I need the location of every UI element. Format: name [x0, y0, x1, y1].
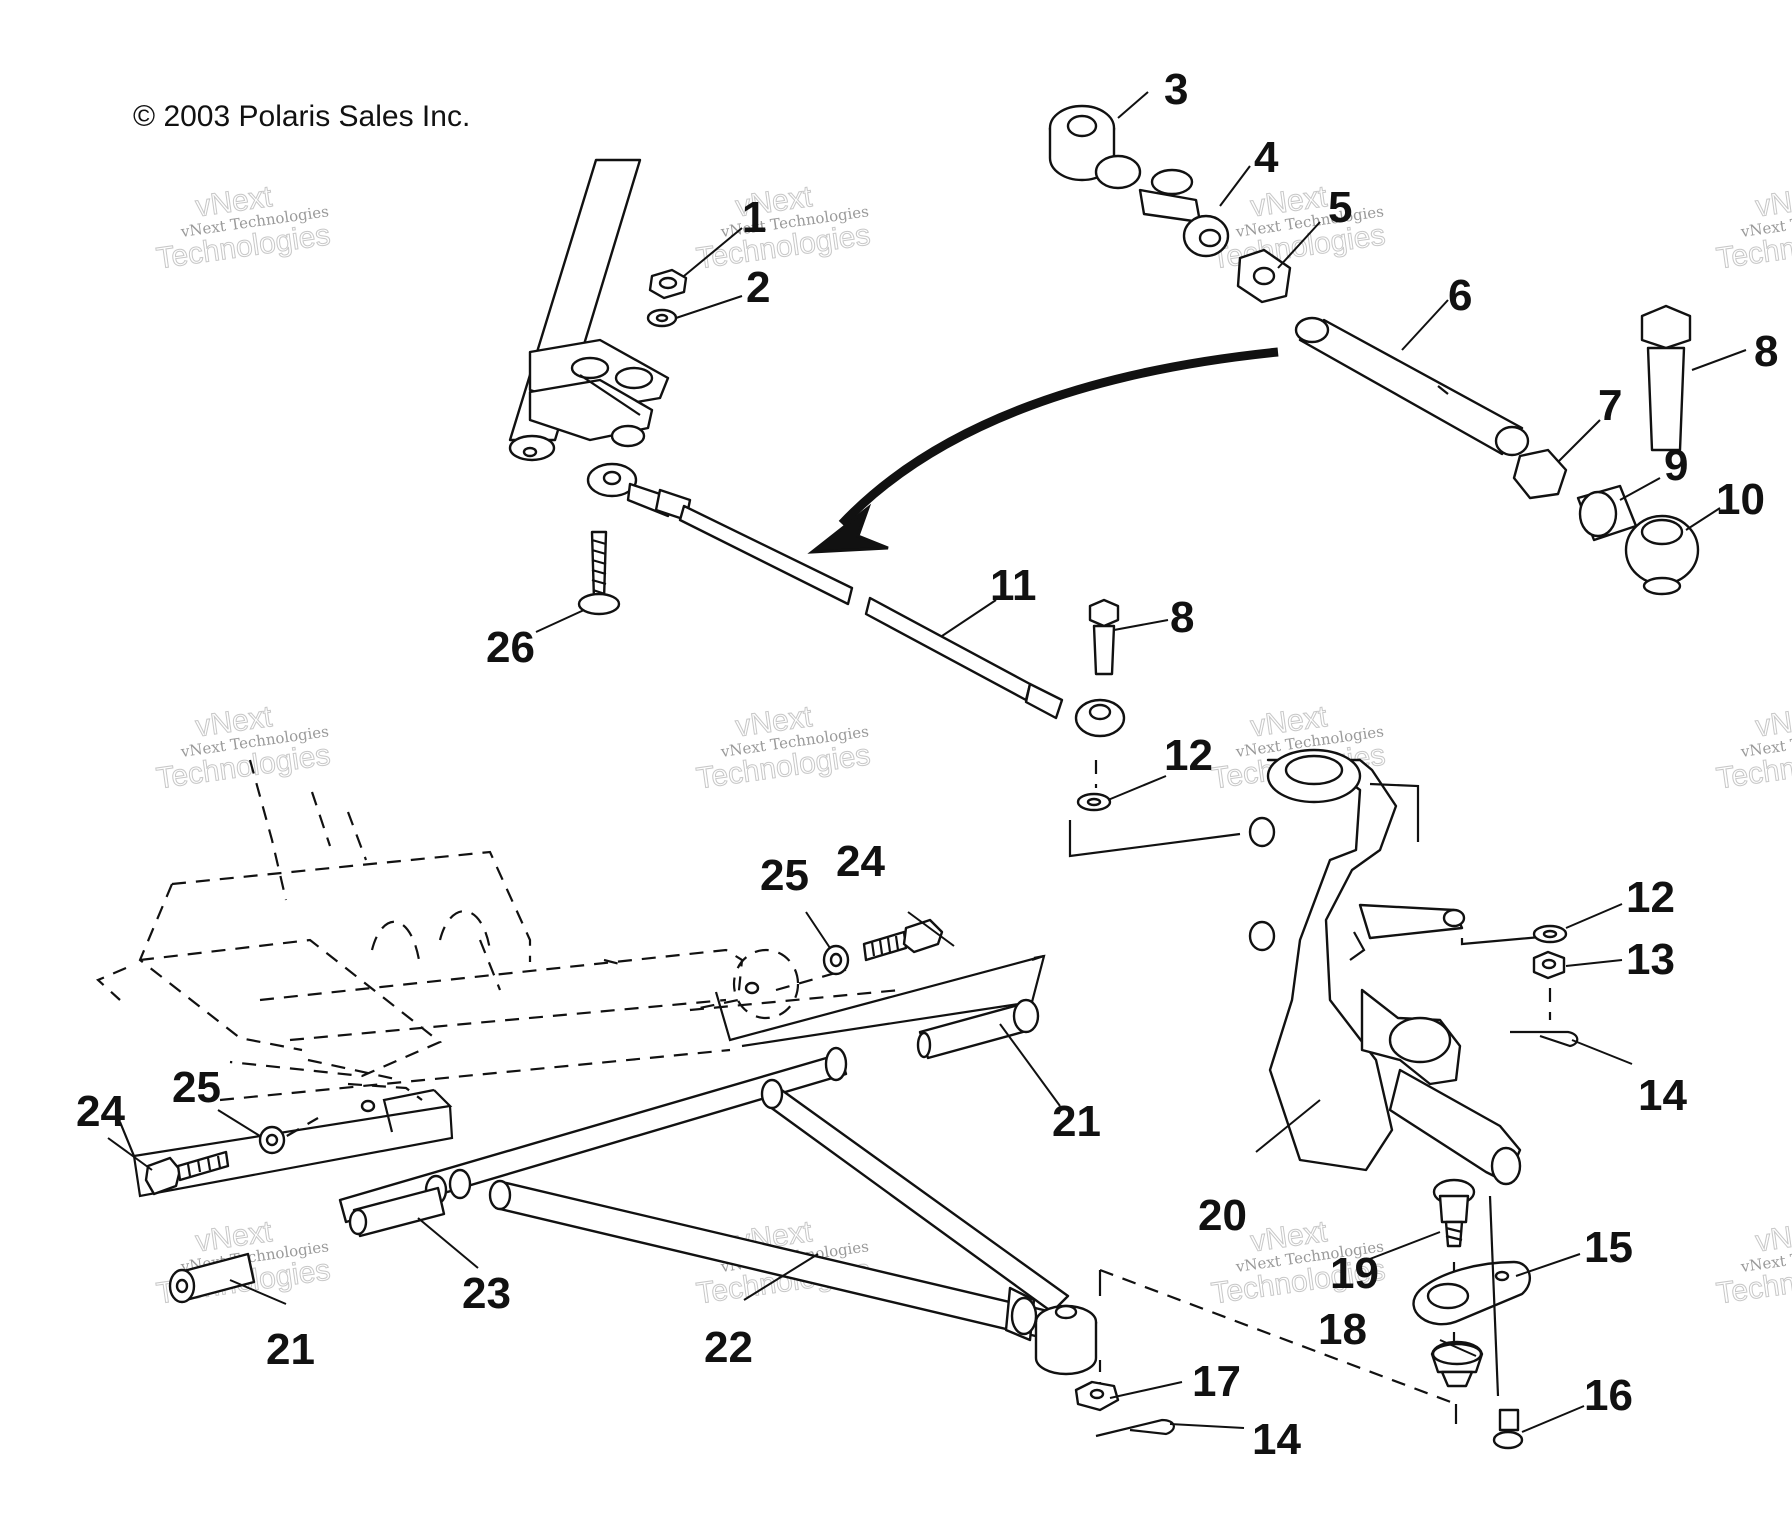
bolt [1488, 1195, 1524, 1450]
spindle [1248, 748, 1522, 1186]
flange-bolt [1432, 1178, 1476, 1248]
flange-bolt [1088, 598, 1120, 676]
callout-12: 12 [1164, 731, 1213, 780]
pivot-tube [168, 1252, 256, 1304]
callout-1: 1 [742, 193, 766, 242]
dashed-assembly-line [1369, 782, 1420, 842]
watermark: vNext vNext Technologies Technologies [1714, 700, 1792, 796]
watermark-group: vNext vNext Technologies Technologies vN… [154, 180, 1792, 1311]
leader-lines [107, 91, 1747, 1433]
watermark: vNext vNext Technologies Technologies [694, 180, 873, 276]
callout-12: 12 [1626, 873, 1675, 922]
watermark: vNext vNext Technologies Technologies [154, 700, 333, 796]
callout-3: 3 [1164, 65, 1188, 114]
callout-10: 10 [1716, 475, 1765, 524]
callout-2: 2 [746, 263, 770, 312]
callout-6: 6 [1448, 271, 1472, 320]
jam-nut [1236, 248, 1292, 304]
bolt [577, 530, 621, 616]
watermark: vNext vNext Technologies Technologies [1209, 180, 1388, 276]
callout-21: 21 [1052, 1097, 1101, 1146]
frame-outline [95, 759, 901, 1113]
callout-23: 23 [462, 1269, 511, 1318]
nut [648, 268, 688, 300]
callout-25: 25 [760, 851, 809, 900]
castle-nut [1532, 950, 1566, 980]
watermark: vNext vNext Technologies Technologies [1714, 1215, 1792, 1311]
watermark: vNext vNext Technologies Technologies [1714, 180, 1792, 276]
callout-21: 21 [266, 1325, 315, 1374]
callout-19: 19 [1330, 1249, 1379, 1298]
callout-17: 17 [1192, 1357, 1241, 1406]
callout-13: 13 [1626, 935, 1675, 984]
rod-end-ball [1624, 514, 1700, 596]
callout-15: 15 [1584, 1223, 1633, 1272]
rod-end [1048, 104, 1142, 190]
callout-4: 4 [1254, 133, 1279, 182]
callout-24: 24 [76, 1087, 125, 1136]
callout-18: 18 [1318, 1305, 1367, 1354]
callout-14: 14 [1252, 1415, 1301, 1464]
cotter-pin [1095, 1418, 1175, 1438]
washer [1076, 760, 1112, 812]
assembly-arrow [807, 347, 1279, 554]
steering-post [508, 158, 670, 462]
washer [822, 944, 850, 976]
tie-rod [586, 462, 1126, 738]
washer [1532, 924, 1568, 944]
callout-22: 22 [704, 1323, 753, 1372]
callout-26: 26 [486, 623, 535, 672]
pivot-tube [916, 998, 1040, 1060]
washer [258, 1125, 286, 1155]
callout-14: 14 [1638, 1071, 1687, 1120]
dashed-assembly-line [1068, 820, 1241, 858]
callout-8: 8 [1170, 593, 1194, 642]
rod-end-bearing [1138, 168, 1230, 258]
callout-24: 24 [836, 837, 885, 886]
callout-11: 11 [990, 561, 1037, 610]
ball-joint [1430, 1340, 1484, 1388]
bolt [144, 1150, 230, 1196]
bolt [862, 918, 944, 962]
callout-7: 7 [1598, 381, 1622, 430]
callout-8: 8 [1754, 327, 1778, 376]
washer [646, 308, 678, 328]
dashed-assembly-line [1099, 1268, 1457, 1406]
callout-5: 5 [1328, 183, 1352, 232]
frame-bracket [118, 954, 1046, 1198]
flange-bolt [1640, 304, 1692, 452]
rod-end-threaded [1576, 484, 1638, 542]
tie-rod-tube [1294, 316, 1530, 457]
callout-25: 25 [172, 1063, 221, 1112]
copyright-notice: © 2003 Polaris Sales Inc. [133, 100, 471, 133]
pivot-tube [348, 1186, 446, 1238]
watermark: vNext vNext Technologies Technologies [694, 700, 873, 796]
callout-16: 16 [1584, 1371, 1633, 1420]
a-arm [338, 1046, 1098, 1376]
dashed-assembly-line [1460, 934, 1553, 946]
watermark: vNext vNext Technologies Technologies [154, 180, 333, 276]
jam-nut [1512, 448, 1568, 500]
watermark: vNext vNext Technologies Technologies [1209, 1215, 1388, 1311]
mounting-plate [1412, 1260, 1532, 1326]
callout-9: 9 [1664, 441, 1688, 490]
callout-20: 20 [1198, 1191, 1247, 1240]
castle-nut [1074, 1380, 1120, 1412]
callout-labels: 1 2 3 4 5 6 7 8 8 9 10 11 12 12 13 14 14… [76, 65, 1778, 1464]
cotter-pin [1510, 1030, 1579, 1048]
